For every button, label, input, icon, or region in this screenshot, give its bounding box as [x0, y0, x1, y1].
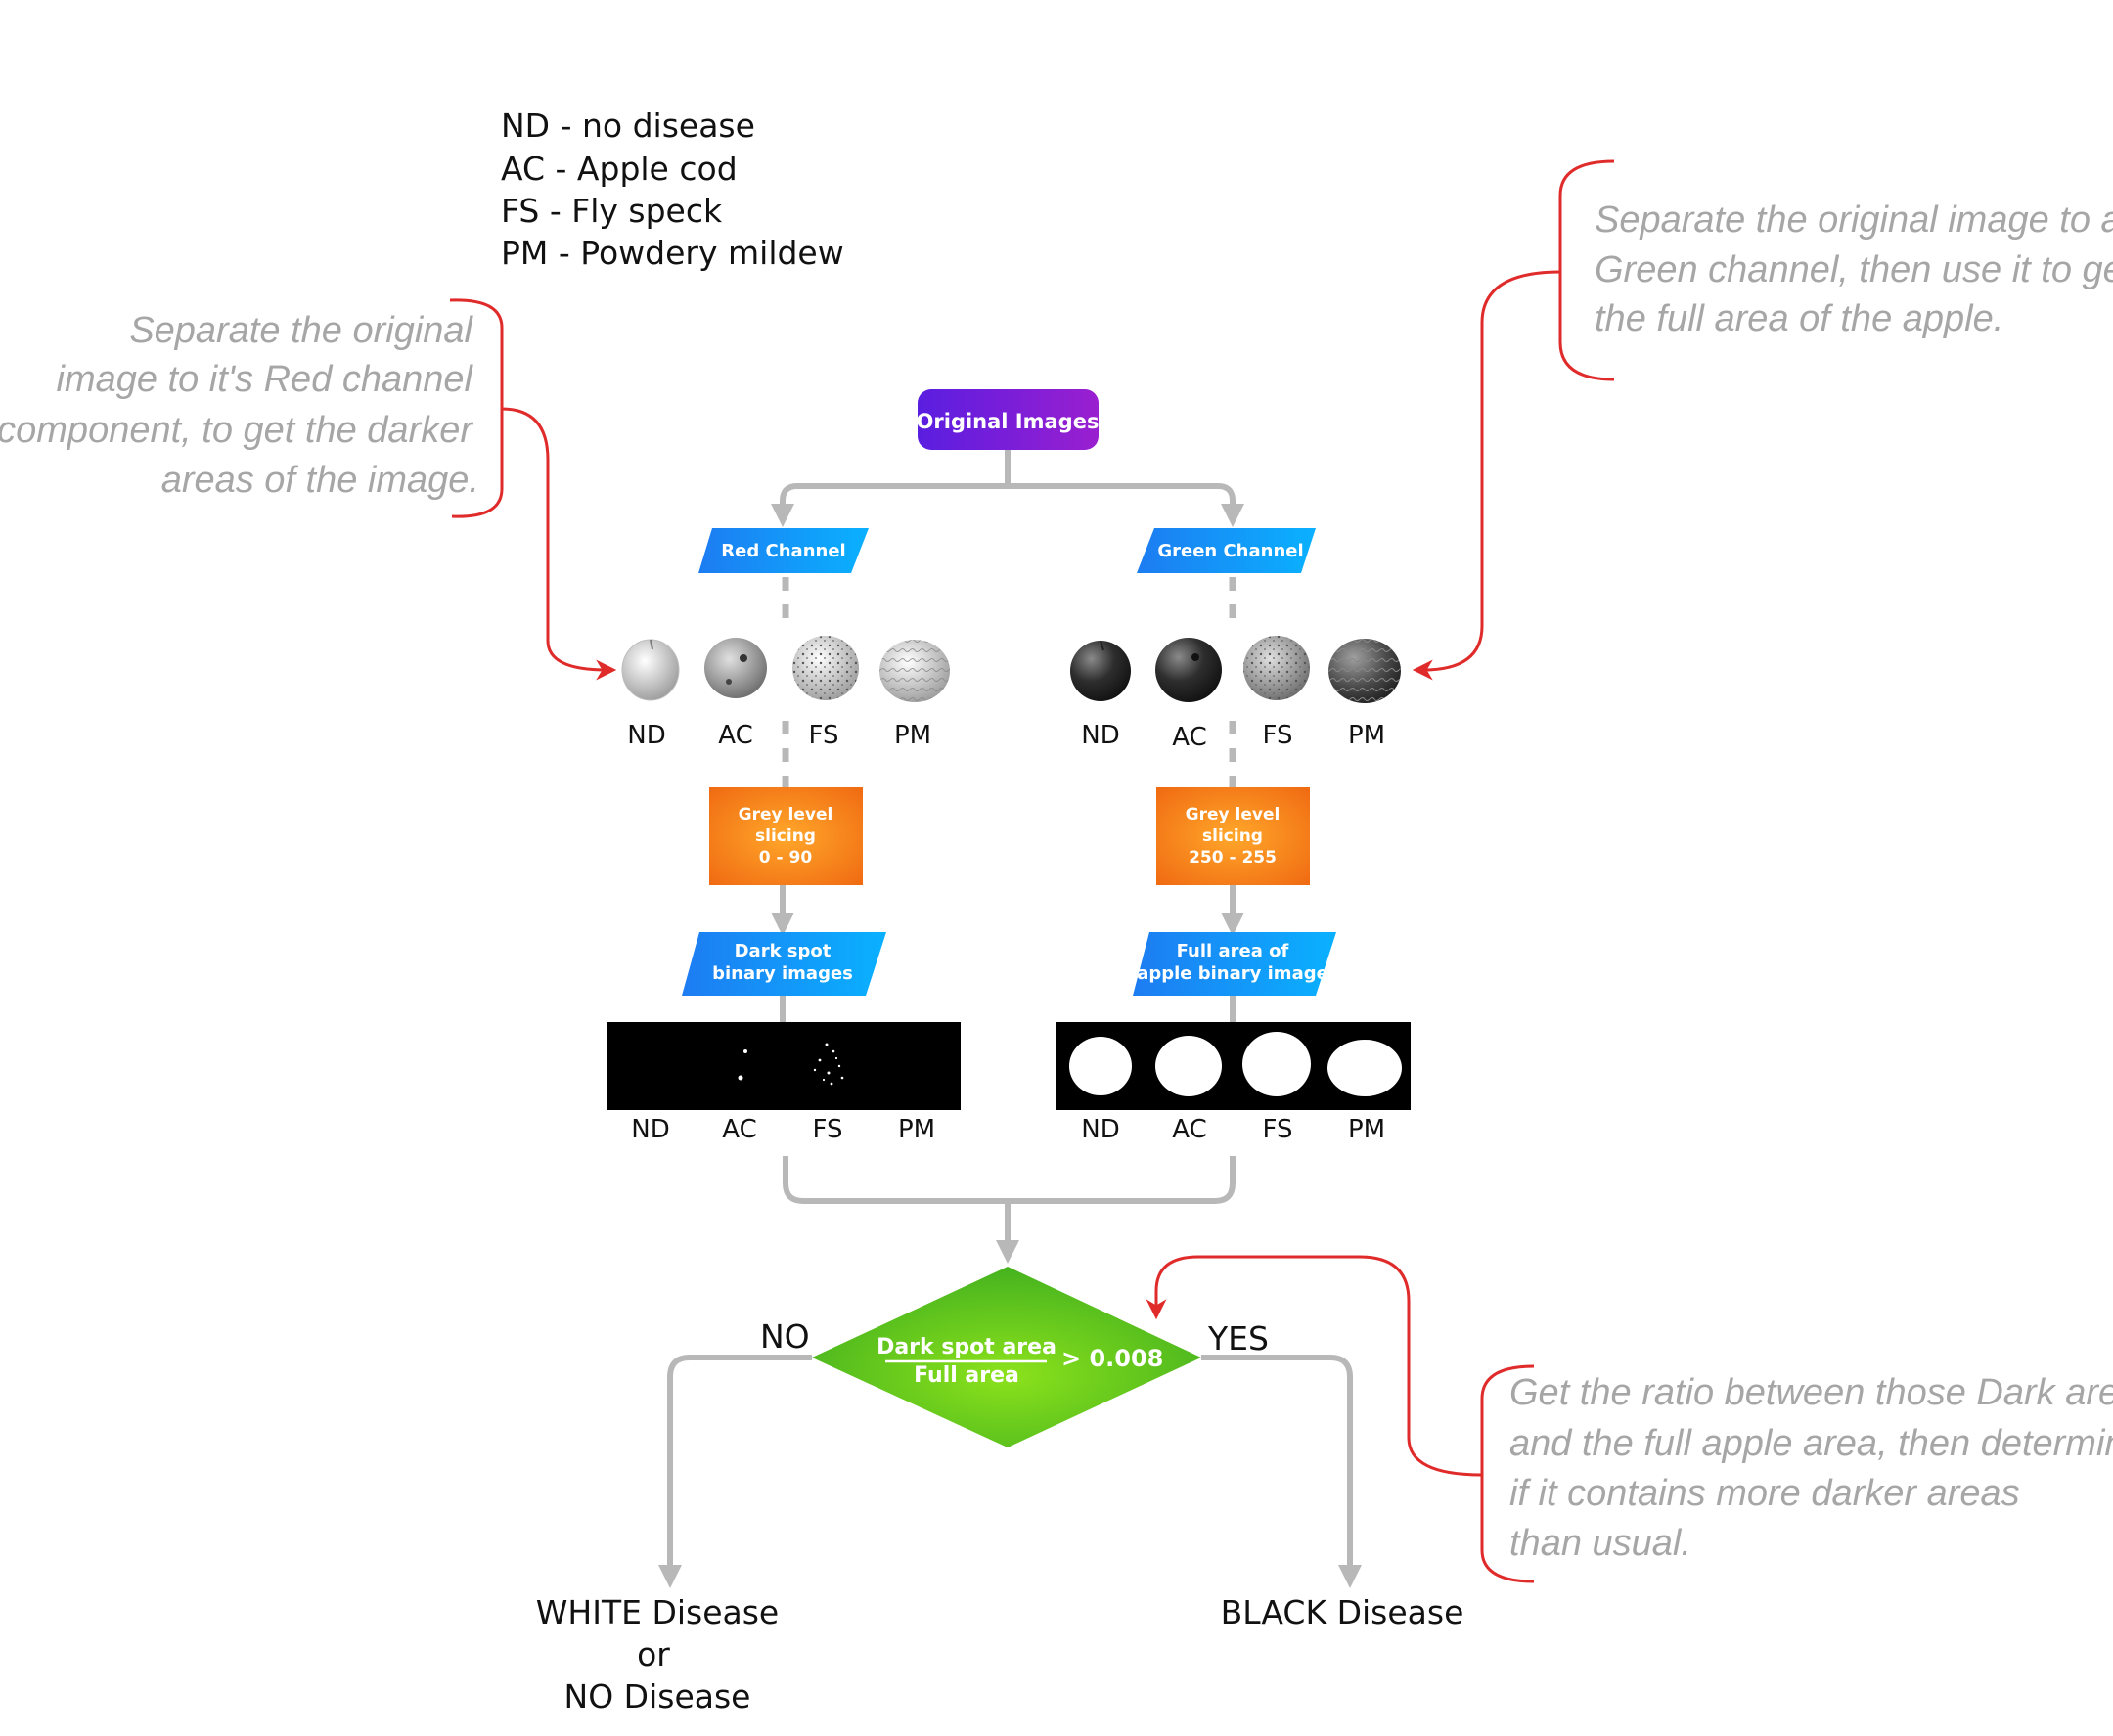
note-green-bracket	[1558, 159, 1615, 381]
note-green-line-2: Green channel, then use it to get	[1595, 249, 2113, 290]
full-area-binary-strip	[1056, 1022, 1411, 1110]
decision-diamond: Dark spot area Full area > 0.008	[812, 1267, 1201, 1447]
legend: ND - no disease AC - Apple cod FS - Fly …	[501, 107, 844, 272]
decision-numerator: Dark spot area	[877, 1335, 1056, 1359]
note-ratio-line-2: and the full apple area, then determine	[1509, 1423, 2113, 1464]
note-green-line-1: Separate the original image to a	[1595, 200, 2113, 241]
slice-red-line-3: 0 - 90	[759, 848, 813, 868]
green-apple-labels: ND AC FS PM	[1081, 721, 1385, 752]
dark-label-fs: FS	[812, 1115, 842, 1144]
red-label-pm: PM	[894, 721, 931, 750]
note-red-line-3: component, to get the darker	[0, 410, 473, 451]
note-red-line-2: image to it's Red channel	[57, 359, 474, 400]
apple-green-pm	[1328, 639, 1401, 703]
outcome-black: BLACK Disease	[1221, 1593, 1464, 1631]
decision-yes-label: YES	[1207, 1319, 1269, 1358]
dark-spot-labels: ND AC FS PM	[631, 1115, 935, 1144]
legend-line-fs: FS - Fly speck	[501, 192, 723, 230]
red-label-nd: ND	[627, 721, 665, 750]
red-label-fs: FS	[808, 721, 838, 750]
note-ratio-line-3: if it contains more darker areas	[1509, 1473, 2020, 1514]
note-red-arrow	[501, 407, 617, 681]
decision-denominator: Full area	[914, 1363, 1019, 1388]
outcome-white-line-1: WHITE Disease	[536, 1593, 779, 1631]
flow-no-branch	[658, 1355, 812, 1588]
node-original-images: Original Images	[917, 389, 1100, 450]
flow-lines	[658, 450, 1362, 1588]
node-green-channel: Green Channel	[1137, 528, 1316, 573]
full-area-line-1: Full area of	[1177, 941, 1289, 961]
note-green-channel: Separate the original image to a Green c…	[1412, 159, 2113, 681]
apple-green-nd	[1070, 640, 1131, 701]
note-green-line-3: the full area of the apple.	[1595, 298, 2003, 339]
slice-red-line-2: slicing	[755, 826, 816, 846]
apple-red-pm	[879, 640, 950, 702]
node-red-channel: Red Channel	[698, 528, 869, 573]
dark-label-nd: ND	[631, 1115, 669, 1144]
flow-to-green	[1008, 483, 1244, 527]
green-label-pm: PM	[1348, 721, 1385, 750]
full-area-line-2: apple binary image	[1137, 963, 1328, 984]
green-label-ac: AC	[1172, 723, 1206, 752]
legend-line-pm: PM - Powdery mildew	[501, 234, 844, 272]
apple-red-ac	[704, 638, 767, 698]
full-label-fs: FS	[1262, 1115, 1292, 1144]
apple-green-ac	[1155, 638, 1222, 702]
note-green-arrow	[1412, 270, 1561, 681]
full-label-nd: ND	[1081, 1115, 1119, 1144]
outcome-white: WHITE Disease or NO Disease	[536, 1593, 779, 1715]
full-label-ac: AC	[1172, 1115, 1206, 1144]
red-apple-labels: ND AC FS PM	[627, 721, 931, 750]
note-red-channel: Separate the original image to it's Red …	[0, 298, 617, 681]
green-channel-apples	[1070, 636, 1401, 703]
apple-red-nd	[621, 639, 680, 701]
dark-label-pm: PM	[898, 1115, 935, 1144]
apple-green-fs	[1243, 636, 1310, 700]
note-red-line-1: Separate the original	[129, 310, 473, 351]
red-channel-apples	[621, 636, 950, 702]
full-area-labels: ND AC FS PM	[1081, 1115, 1385, 1144]
full-label-pm: PM	[1348, 1115, 1385, 1144]
slice-red-line-1: Grey level	[739, 805, 833, 824]
green-label-nd: ND	[1081, 721, 1119, 750]
outcome-white-line-3: NO Disease	[564, 1677, 751, 1715]
node-slicing-green: Grey level slicing 250 - 255	[1156, 787, 1310, 885]
decision-threshold: > 0.008	[1061, 1345, 1163, 1372]
node-full-area: Full area of apple binary image	[1133, 932, 1336, 996]
apple-red-fs	[792, 636, 859, 700]
note-ratio: Get the ratio between those Dark areas a…	[1146, 1255, 2113, 1583]
node-slicing-red: Grey level slicing 0 - 90	[709, 787, 863, 885]
red-label-ac: AC	[718, 721, 752, 750]
dark-spot-binary-strip	[607, 1022, 961, 1110]
dark-spot-line-1: Dark spot	[735, 941, 832, 961]
note-red-line-4: areas of the image.	[161, 460, 479, 501]
node-green-channel-label: Green Channel	[1157, 541, 1303, 561]
slice-green-line-2: slicing	[1202, 826, 1263, 846]
green-label-fs: FS	[1262, 721, 1292, 750]
legend-line-ac: AC - Apple cod	[501, 150, 738, 188]
flow-merge	[783, 1156, 1236, 1204]
outcome-white-line-2: or	[637, 1635, 670, 1673]
flow-to-red	[771, 483, 1008, 527]
note-ratio-line-4: than usual.	[1509, 1523, 1691, 1564]
note-ratio-arrow	[1146, 1255, 1483, 1477]
node-dark-spot: Dark spot binary images	[682, 932, 886, 996]
node-original-label: Original Images	[917, 410, 1100, 433]
note-ratio-line-1: Get the ratio between those Dark areas	[1509, 1372, 2113, 1413]
legend-line-nd: ND - no disease	[501, 107, 755, 145]
dark-label-ac: AC	[722, 1115, 756, 1144]
decision-no-label: NO	[760, 1317, 810, 1356]
slice-green-line-1: Grey level	[1186, 805, 1281, 824]
node-red-channel-label: Red Channel	[721, 541, 845, 561]
slice-green-line-3: 250 - 255	[1189, 848, 1277, 868]
flow-yes-branch	[1201, 1355, 1362, 1588]
dark-spot-line-2: binary images	[712, 963, 853, 984]
